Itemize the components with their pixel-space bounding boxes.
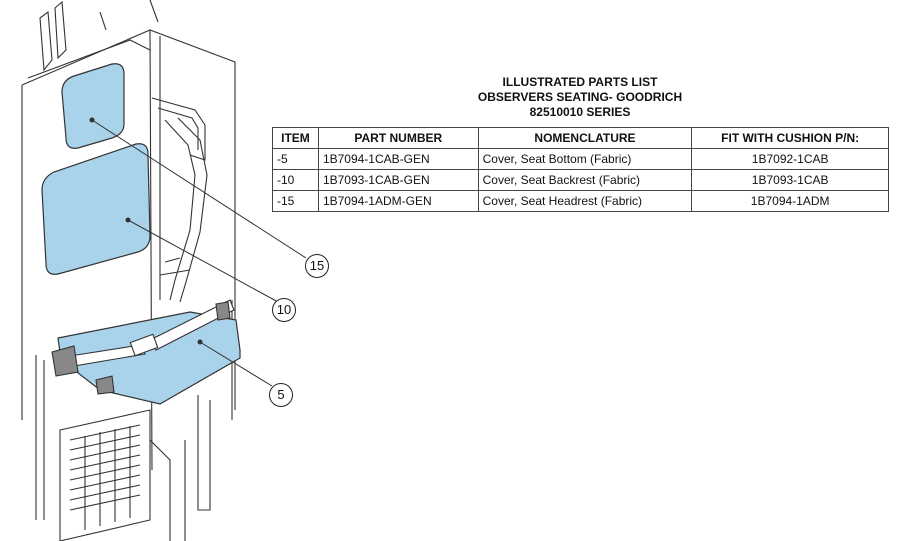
- callout-10: 10: [272, 298, 296, 322]
- seat-illustration: [21, 0, 307, 541]
- callout-15: 15: [305, 254, 329, 278]
- title-line-2: OBSERVERS SEATING- GOODRICH: [477, 90, 683, 104]
- cell-part-number: 1B7094-1ADM-GEN: [317, 190, 479, 212]
- header-nomenclature: NOMENCLATURE: [477, 127, 693, 149]
- headrest-cushion: [61, 63, 125, 149]
- table-row: -5 1B7094-1CAB-GEN Cover, Seat Bottom (F…: [272, 148, 889, 170]
- cell-fit: 1B7092-1CAB: [691, 148, 889, 170]
- cell-part-number: 1B7094-1CAB-GEN: [317, 148, 479, 170]
- title-line-1: ILLUSTRATED PARTS LIST: [502, 75, 658, 89]
- header-part-number: PART NUMBER: [317, 127, 479, 149]
- cell-item: -5: [272, 148, 319, 170]
- table-row: -15 1B7094-1ADM-GEN Cover, Seat Headrest…: [272, 190, 889, 212]
- cell-fit: 1B7093-1CAB: [691, 169, 889, 191]
- parts-table: ITEM PART NUMBER NOMENCLATURE FIT WITH C…: [272, 127, 889, 212]
- table-header-row: ITEM PART NUMBER NOMENCLATURE FIT WITH C…: [272, 127, 889, 149]
- cell-nomenclature: Cover, Seat Backrest (Fabric): [477, 169, 693, 191]
- cell-fit: 1B7094-1ADM: [691, 190, 889, 212]
- callout-5: 5: [269, 383, 293, 407]
- cell-nomenclature: Cover, Seat Bottom (Fabric): [477, 148, 693, 170]
- title-block: ILLUSTRATED PARTS LIST OBSERVERS SEATING…: [420, 75, 740, 120]
- header-item: ITEM: [272, 127, 319, 149]
- table-row: -10 1B7093-1CAB-GEN Cover, Seat Backrest…: [272, 169, 889, 191]
- cell-item: -15: [272, 190, 319, 212]
- header-fit-with-cushion: FIT WITH CUSHION P/N:: [691, 127, 889, 149]
- cell-part-number: 1B7093-1CAB-GEN: [317, 169, 479, 191]
- cell-item: -10: [272, 169, 319, 191]
- title-line-3: 82510010 SERIES: [529, 105, 631, 119]
- backrest-cushion: [41, 143, 151, 275]
- cell-nomenclature: Cover, Seat Headrest (Fabric): [477, 190, 693, 212]
